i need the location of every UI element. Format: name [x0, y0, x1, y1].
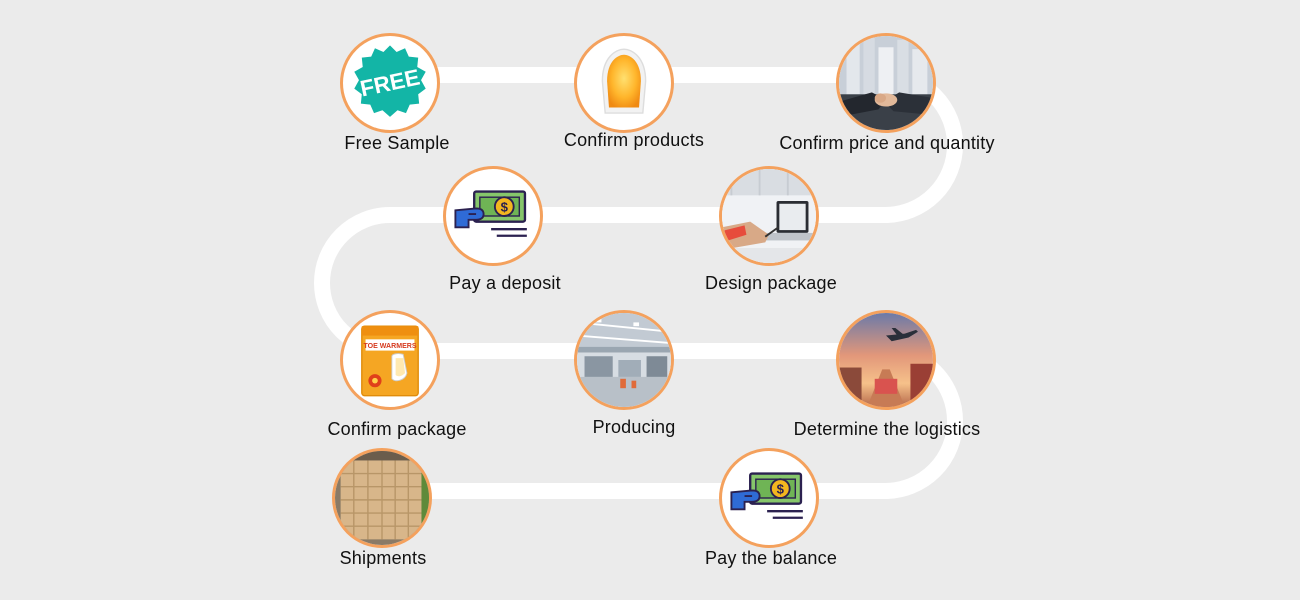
step-node-pay-deposit: $ [443, 166, 543, 266]
toe-warmer-pad-icon [601, 48, 647, 114]
airplane-logistics-icon [839, 313, 933, 407]
step-label-pay-balance: Pay the balance [704, 548, 838, 568]
path-line [314, 67, 963, 499]
package-text: TOE WARMERS [363, 343, 416, 350]
svg-text:$: $ [777, 481, 785, 496]
hand-money-icon: $ [454, 190, 527, 237]
step-node-free-sample: FREE [340, 33, 440, 133]
step-node-shipments [332, 448, 432, 548]
shipping-boxes-icon [335, 451, 429, 545]
step-node-logistics [836, 310, 936, 410]
step-label-logistics: Determine the logistics [793, 419, 981, 439]
step-node-confirm-price [836, 33, 936, 133]
step-node-confirm-package: TOE WARMERS [340, 310, 440, 410]
step-label-pay-deposit: Pay a deposit [449, 273, 561, 293]
hand-money-icon: $ [730, 472, 803, 519]
step-node-design-package [719, 166, 819, 266]
svg-text:$: $ [501, 199, 509, 214]
step-label-free-sample: Free Sample [344, 133, 450, 153]
step-node-producing [574, 310, 674, 410]
laptop-design-icon [722, 169, 816, 263]
step-label-design-package: Design package [705, 273, 837, 293]
factory-icon [577, 313, 671, 407]
step-label-producing: Producing [592, 417, 676, 437]
step-label-confirm-price: Confirm price and quantity [779, 133, 995, 153]
free-badge-icon: FREE [354, 45, 426, 117]
step-label-confirm-package: Confirm package [327, 419, 467, 439]
step-label-shipments: Shipments [339, 548, 427, 568]
step-label-confirm-products: Confirm products [563, 130, 705, 150]
product-package-icon: TOE WARMERS [361, 325, 419, 397]
step-node-confirm-products [574, 33, 674, 133]
step-node-pay-balance: $ [719, 448, 819, 548]
handshake-icon [839, 36, 933, 130]
